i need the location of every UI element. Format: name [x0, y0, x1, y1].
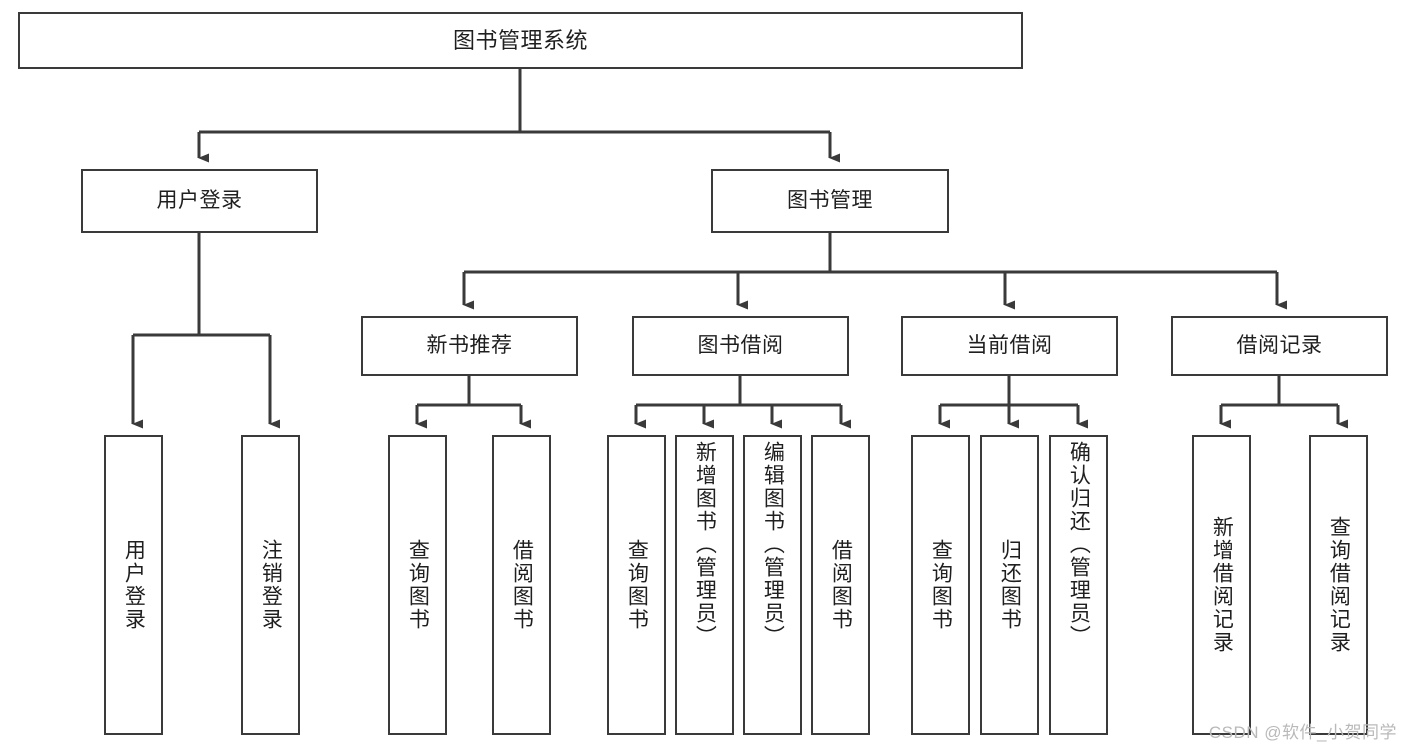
node-label: 借阅图书 [510, 539, 534, 631]
node-label: 确认归还（管理员） [1067, 441, 1091, 648]
node-label: 新书推荐 [426, 333, 513, 357]
node-leaf-add-book[interactable]: 新增图书（管理员） [675, 435, 734, 735]
node-label: 图书借阅 [697, 333, 784, 357]
node-label: 图书管理 [787, 188, 873, 212]
node-label: 编辑图书（管理员） [761, 441, 785, 648]
node-label: 注销登录 [259, 539, 283, 631]
node-borrow-record[interactable]: 借阅记录 [1171, 316, 1388, 376]
watermark-text: CSDN @软件_小贺同学 [1208, 723, 1397, 742]
node-leaf-query-book-current[interactable]: 查询图书 [911, 435, 970, 735]
node-user-login[interactable]: 用户登录 [81, 169, 318, 233]
node-book-borrow[interactable]: 图书借阅 [632, 316, 849, 376]
node-label: 归还图书 [998, 539, 1022, 631]
node-current-borrow[interactable]: 当前借阅 [901, 316, 1118, 376]
node-label: 图书管理系统 [452, 27, 588, 53]
node-label: 查询图书 [406, 539, 430, 631]
node-leaf-query-book-borrow[interactable]: 查询图书 [607, 435, 666, 735]
node-label: 查询借阅记录 [1327, 516, 1351, 654]
csdn-watermark: CSDN @软件_小贺同学 [1209, 718, 1397, 743]
node-label: 新增借阅记录 [1210, 516, 1234, 654]
node-label: 当前借阅 [966, 333, 1053, 357]
node-label: 新增图书（管理员） [693, 441, 717, 648]
node-leaf-query-borrow-record[interactable]: 查询借阅记录 [1309, 435, 1368, 735]
node-label: 借阅记录 [1236, 333, 1323, 357]
node-leaf-query-book-recommend[interactable]: 查询图书 [388, 435, 447, 735]
node-root-system[interactable]: 图书管理系统 [18, 12, 1023, 69]
node-leaf-confirm-return[interactable]: 确认归还（管理员） [1049, 435, 1108, 735]
node-leaf-borrow-book-recommend[interactable]: 借阅图书 [492, 435, 551, 735]
node-label: 用户登录 [122, 539, 146, 631]
node-leaf-add-borrow-record[interactable]: 新增借阅记录 [1192, 435, 1251, 735]
node-label: 查询图书 [625, 539, 649, 631]
node-leaf-return-book[interactable]: 归还图书 [980, 435, 1039, 735]
node-leaf-user-logout[interactable]: 注销登录 [241, 435, 300, 735]
node-book-manage[interactable]: 图书管理 [711, 169, 949, 233]
node-label: 借阅图书 [829, 539, 853, 631]
node-leaf-edit-book[interactable]: 编辑图书（管理员） [743, 435, 802, 735]
node-leaf-borrow-book-borrow[interactable]: 借阅图书 [811, 435, 870, 735]
node-label: 用户登录 [156, 188, 243, 212]
node-label: 查询图书 [929, 539, 953, 631]
node-new-book-recommend[interactable]: 新书推荐 [361, 316, 578, 376]
node-leaf-user-login[interactable]: 用户登录 [104, 435, 163, 735]
